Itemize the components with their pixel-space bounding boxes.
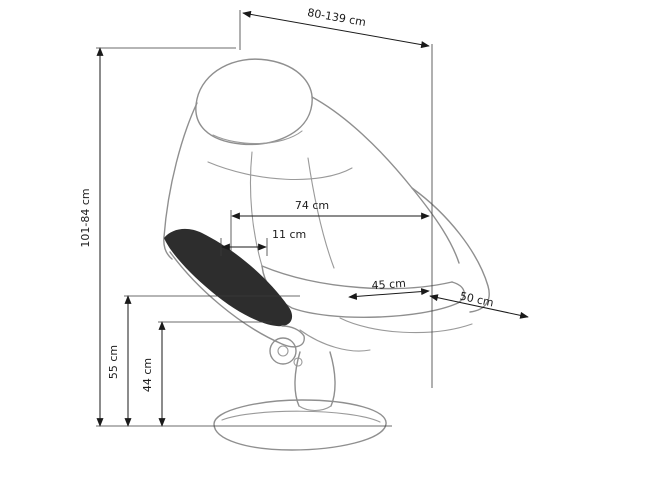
armrest-front: [169, 251, 305, 348]
dim-label-armrest-width: 11 cm: [272, 228, 306, 241]
pedestal-right: [329, 351, 336, 407]
dimension-line-width-range: [242, 10, 430, 49]
back-seam-left: [249, 151, 263, 267]
back-seam-horizontal: [207, 161, 353, 181]
base-disc-rim: [221, 410, 381, 423]
backrest-left-edge: [163, 102, 198, 260]
mechanism-curve: [299, 329, 371, 352]
dim-label-seat-height: 44 cm: [141, 358, 154, 392]
seat-top-edge: [261, 265, 453, 290]
dim-label-height-range: 101-84 cm: [79, 188, 92, 247]
pedestal-left: [294, 351, 301, 407]
extension-lines: [96, 10, 433, 427]
headrest-crease: [212, 130, 303, 145]
dimension-line-seat-depth: [429, 294, 529, 319]
dim-label-seat-width: 45 cm: [371, 277, 406, 292]
recline-knob-outer: [269, 337, 297, 365]
dimension-seat-depth: 50 cm: [429, 290, 529, 319]
recliner-illustration: [163, 58, 490, 451]
back-seam-right: [307, 157, 335, 269]
dimension-line-seat-width: [348, 288, 430, 300]
dimension-back-width: 74 cm: [231, 199, 430, 220]
under-seat-curve: [339, 317, 473, 334]
headrest-outline: [195, 58, 313, 146]
base-disc-outline: [213, 399, 387, 451]
dimension-armrest-height: 55 cm: [107, 295, 132, 427]
dimension-armrest-width: 11 cm: [221, 228, 306, 251]
backrest-right-edge: [311, 96, 460, 264]
pedestal-bottom: [298, 405, 332, 412]
dimension-width-range: 80-139 cm: [242, 6, 430, 49]
recline-knob-inner: [277, 345, 289, 357]
dimension-seat-width: 45 cm: [348, 277, 430, 300]
dim-label-armrest-height: 55 cm: [107, 345, 120, 379]
armrest-dark-band: [164, 228, 293, 327]
dimension-height-range: 101-84 cm: [79, 47, 104, 427]
seat-front-edge: [261, 265, 465, 318]
dim-label-back-width: 74 cm: [295, 199, 329, 212]
dimension-seat-height: 44 cm: [141, 321, 166, 427]
